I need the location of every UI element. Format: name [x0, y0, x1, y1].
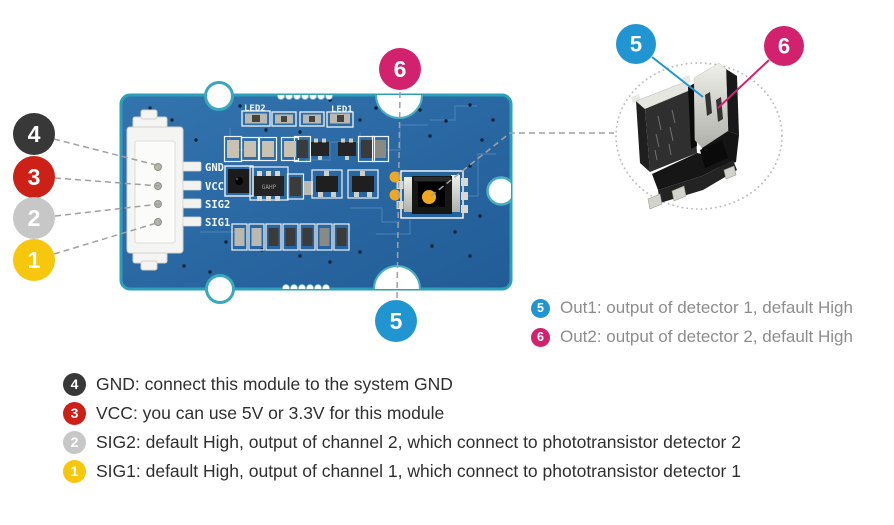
legend-text-out2: Out2: output of detector 2, default High — [560, 327, 853, 346]
legend-row-out1: 5 Out1: output of detector 1, default Hi… — [531, 297, 853, 319]
led-indicator-row — [241, 110, 354, 128]
callout-2: 2 — [13, 197, 55, 239]
callout-line-2 — [54, 203, 161, 217]
legend-row-out2: 6 Out2: output of detector 2, default Hi… — [531, 326, 853, 348]
svg-text:3: 3 — [28, 164, 41, 190]
legend-badge-2: 2 — [63, 430, 86, 454]
silkscreen-label-led2: LED2 — [244, 104, 266, 114]
inset-connector-line — [430, 132, 614, 197]
pcb-board: GND VCC SIG2 SIG1 LED2 LED1 — [119, 81, 513, 304]
component-feet — [647, 165, 737, 210]
callout-circles: 4 3 2 1 6 5 — [13, 48, 421, 342]
callout-5-board: 5 — [375, 300, 417, 342]
legend-badge-1: 1 — [63, 459, 86, 483]
legend-row-sig1: 1 SIG1: default High, output of channel … — [63, 459, 741, 483]
legend-row-vcc: 3 VCC: you can use 5V or 3.3V for this m… — [63, 401, 741, 425]
legend-badge-4: 4 — [63, 372, 86, 396]
connector-cavity — [134, 140, 176, 244]
legend-text-sig1: SIG1: default High, output of channel 1,… — [96, 460, 741, 481]
callout-line-5-6 — [396, 91, 401, 299]
svg-text:6: 6 — [394, 56, 407, 82]
legend-left: 4 GND: connect this module to the system… — [63, 372, 741, 488]
silkscreen-label-vcc: VCC — [205, 181, 224, 193]
connector-pin-stubs — [182, 161, 202, 227]
callout-lines — [53, 91, 614, 299]
legend-badge-6: 6 — [531, 327, 550, 347]
smd-components-row-middle: GAHP — [224, 165, 379, 201]
smd-components-row-top — [223, 135, 390, 163]
detector-window-1 — [705, 92, 712, 116]
svg-text:6: 6 — [778, 34, 790, 59]
inset-pointer-line-6 — [717, 59, 770, 109]
legend-text-vcc: VCC: you can use 5V or 3.3V for this mod… — [96, 402, 445, 423]
castellated-edge — [277, 95, 333, 289]
svg-text:4: 4 — [28, 121, 41, 147]
inset-pointer-line-5 — [651, 56, 704, 98]
legend-right: 5 Out1: output of detector 1, default Hi… — [531, 297, 853, 355]
mounting-hole-bottom — [205, 274, 235, 304]
legend-text-out1: Out1: output of detector 1, default High — [560, 298, 853, 317]
svg-text:5: 5 — [390, 308, 403, 334]
grove-connector — [126, 109, 202, 271]
svg-text:1: 1 — [28, 247, 41, 273]
legend-row-gnd: 4 GND: connect this module to the system… — [63, 372, 741, 396]
ic-chip: GAHP — [249, 166, 289, 201]
silkscreen-label-gnd: GND — [205, 162, 224, 174]
detector-window-2 — [716, 97, 723, 122]
component-markings — [654, 109, 676, 161]
chip-marking: GAHP — [262, 184, 277, 191]
silkscreen-label-sig2: SIG2 — [205, 199, 230, 211]
silkscreen-label-led1: LED1 — [331, 105, 353, 115]
callout-4: 4 — [13, 113, 55, 155]
inset-magnifier: 5 6 — [615, 24, 804, 210]
callout-6-board: 6 — [379, 48, 421, 90]
sot23-transistor — [347, 169, 379, 199]
mounting-hole-right — [486, 176, 511, 206]
silkscreen-label-sig1: SIG1 — [205, 217, 230, 229]
pcb-vias — [148, 98, 495, 274]
notch-top — [375, 95, 423, 119]
legend-badge-5: 5 — [531, 298, 550, 318]
legend-text-sig2: SIG2: default High, output of channel 2,… — [96, 431, 741, 452]
callout-3: 3 — [13, 156, 55, 198]
callout-1: 1 — [13, 239, 55, 281]
svg-text:2: 2 — [28, 205, 41, 231]
smd-components-row-bottom — [231, 223, 350, 251]
sot23-transistor — [311, 138, 329, 160]
callout-6-inset: 6 — [764, 26, 804, 66]
legend-text-gnd: GND: connect this module to the system G… — [96, 373, 453, 394]
legend-badge-3: 3 — [63, 401, 86, 425]
callout-line-3 — [54, 177, 161, 187]
svg-text:5: 5 — [630, 32, 642, 57]
photo-interrupter-3d — [631, 62, 739, 210]
callout-line-4 — [53, 138, 161, 167]
callout-line-1 — [53, 221, 161, 255]
sot23-transistor — [338, 138, 356, 160]
sot23-transistor — [311, 169, 343, 199]
inset-circle — [615, 62, 783, 210]
photo-interrupter-smd — [389, 170, 468, 219]
mounting-hole-top — [204, 81, 234, 111]
callout-5-inset: 5 — [616, 24, 656, 64]
legend-row-sig2: 2 SIG2: default High, output of channel … — [63, 430, 741, 454]
